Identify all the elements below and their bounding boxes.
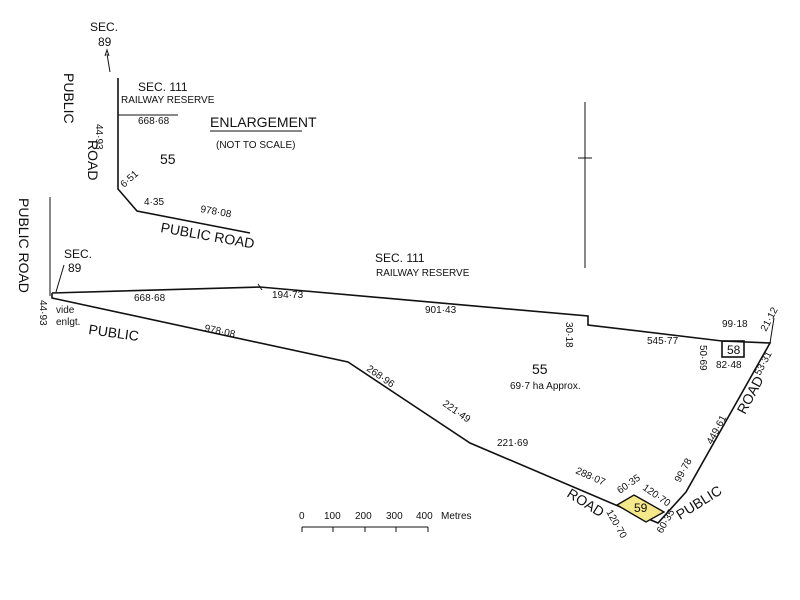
enl-sec89-leader <box>106 53 111 73</box>
railway-reserve-label: RAILWAY RESERVE <box>376 268 470 279</box>
lot-58-dim-2: 50·69 <box>697 345 708 371</box>
enl-sec89-arrow <box>104 48 110 57</box>
top-dim-1: 668·68 <box>134 293 166 304</box>
enlargement-inset: SEC. 89 PUBLIC ROAD SEC. 111 RAILWAY RES… <box>61 20 317 251</box>
enl-dim-left: 44·93 <box>93 124 104 150</box>
lot-59-dim-1: 60·35 <box>615 473 643 497</box>
lot-55-boundary <box>51 286 772 524</box>
enl-sec89-line2: 89 <box>98 35 112 49</box>
lot-59-dim-3: 99·78 <box>673 456 695 484</box>
enl-dim-top: 668·68 <box>138 116 170 127</box>
scale-bar: 0 100 200 300 400 Metres <box>299 511 472 532</box>
enl-public-road-v2: ROAD <box>85 140 101 180</box>
scale-label-100: 100 <box>324 511 341 522</box>
scale-unit: Metres <box>441 511 472 522</box>
enl-dim-corner-b: 4·35 <box>144 197 164 208</box>
bottom-dim-3: 221·49 <box>440 398 472 425</box>
lot-59-dim-4: 120·70 <box>603 508 628 541</box>
sec111-label: SEC. 111 <box>375 251 425 265</box>
road-label-right: ROAD <box>734 373 767 416</box>
enl-sec111: SEC. 111 <box>138 80 188 94</box>
lot-58-dim-5: 53·31 <box>753 349 775 377</box>
scale-label-400: 400 <box>416 511 433 522</box>
public-label: PUBLIC <box>88 321 140 344</box>
enl-lot-55: 55 <box>160 151 176 167</box>
lot-58-dim-3: 82·48 <box>716 360 742 371</box>
enl-dim-bottom: 978·08 <box>199 204 232 220</box>
enl-sec89-line1: SEC. <box>90 20 118 34</box>
notch-dim: 30·18 <box>563 322 574 348</box>
bottom-dim-1: 978·08 <box>203 323 236 340</box>
lot-55-area: 69·7 ha Approx. <box>510 381 581 392</box>
bottom-dim-5: 288·07 <box>574 466 607 489</box>
bottom-dim-2: 268·96 <box>364 363 396 390</box>
enl-dim-corner-a: 6·51 <box>119 168 142 190</box>
right-dim: 449·61 <box>705 413 730 446</box>
lot-59 <box>615 494 666 523</box>
enl-note: (NOT TO SCALE) <box>216 140 295 151</box>
lot-58-number: 58 <box>727 343 741 357</box>
scale-label-300: 300 <box>386 511 403 522</box>
top-tick <box>257 283 263 291</box>
main-plan: PUBLIC ROAD SEC. 89 SEC. 111 RAILWAY RES… <box>16 197 781 541</box>
sec89-leader <box>55 264 65 293</box>
left-dim: 44·93 <box>37 300 48 326</box>
enl-railway-reserve: RAILWAY RESERVE <box>121 95 215 106</box>
top-dim-4: 545·77 <box>647 336 679 347</box>
road-label-bottom: ROAD <box>564 485 607 520</box>
vide-line2: enlgt. <box>56 317 80 328</box>
top-dim-3: 901·43 <box>425 305 457 316</box>
scale-label-0: 0 <box>299 511 305 522</box>
scale-label-200: 200 <box>355 511 372 522</box>
lot-58 <box>721 340 745 358</box>
sec89-line2: 89 <box>68 261 82 275</box>
lot-59-number: 59 <box>634 501 648 515</box>
bottom-dim-4: 221·69 <box>497 438 529 449</box>
enl-public-road-v1: PUBLIC <box>61 73 77 124</box>
enl-boundary <box>117 78 251 234</box>
vide-line1: vide <box>56 305 75 316</box>
lot-58-dim-4: 21·12 <box>759 305 781 333</box>
top-right-extension <box>769 317 775 344</box>
public-road-left-label: PUBLIC ROAD <box>16 198 32 293</box>
top-dim-2: 194·73 <box>272 290 304 301</box>
public-label-right: PUBLIC <box>673 482 724 522</box>
lot-58-dim-1: 99·18 <box>722 319 748 330</box>
lot-55-number: 55 <box>532 361 548 377</box>
sec89-line1: SEC. <box>64 247 92 261</box>
enl-title: ENLARGEMENT <box>210 114 317 130</box>
